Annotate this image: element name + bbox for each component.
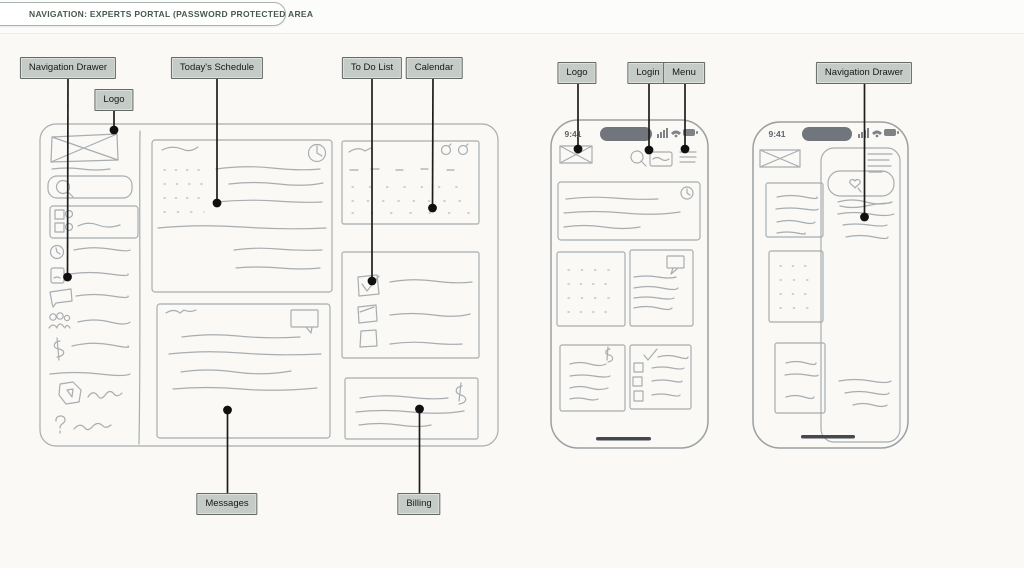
callout-login: Login (627, 62, 669, 84)
refresh-icons (440, 143, 469, 156)
drawer-search-pill (827, 170, 895, 197)
callout-messages: Messages (196, 493, 258, 515)
checkbox-icon (357, 304, 378, 324)
phone-wireframe-drawer (752, 121, 909, 449)
sidebar-divider (138, 130, 141, 445)
panel-title-scribble (161, 146, 199, 152)
chat-icon (49, 288, 73, 308)
check-icon (643, 348, 658, 361)
dollar-icon (605, 346, 614, 363)
hamburger-menu-icon (867, 153, 893, 173)
schedule-dots (163, 169, 209, 213)
dollar-icon (53, 337, 65, 361)
panel-title-scribble (348, 147, 372, 153)
background-card-sketch (774, 342, 826, 414)
clock-icon (49, 244, 65, 260)
schedule-card-sketch (557, 181, 701, 241)
billing-card-sketch (559, 344, 626, 412)
tablet-sidebar-sketch (47, 133, 139, 434)
home-indicator (801, 435, 855, 439)
search-icon (630, 150, 647, 167)
callout-todo-list: To Do List (341, 57, 403, 79)
chat-bubble-icon (666, 255, 685, 275)
dollar-menu-item (53, 337, 130, 361)
tablet-wireframe (39, 123, 499, 447)
dollar-icon (455, 382, 467, 405)
hamburger-menu-icon (679, 151, 697, 163)
schedule-panel-sketch (151, 139, 333, 293)
navigation-drawer-sketch (820, 147, 901, 443)
sidebar-section-divider (49, 371, 131, 377)
panel-title-scribble (165, 309, 197, 314)
paper-edge-divider (0, 33, 1024, 34)
dynamic-island (802, 127, 852, 141)
users-menu-item (48, 312, 131, 329)
phone-frame (752, 121, 909, 449)
callout-menu: Menu (663, 62, 705, 84)
search-icon (47, 175, 133, 199)
background-card-sketch (765, 182, 824, 238)
callout-calendar: Calendar (405, 57, 463, 79)
phone-wireframe-dashboard (550, 119, 709, 449)
question-mark-icon (55, 415, 66, 434)
callout-logo-phone: Logo (557, 62, 597, 84)
checkbox-icon (359, 329, 378, 348)
document-icon (50, 267, 65, 284)
logo-placeholder-icon (759, 149, 801, 168)
phone-frame (550, 119, 709, 449)
callout-navigation-drawer-right: Navigation Drawer (815, 62, 913, 84)
annotation-leader-lines (63, 76, 869, 493)
todo-widget-icon (49, 205, 139, 239)
users-icon (48, 312, 71, 329)
messages-panel-sketch (156, 303, 331, 439)
status-time: 9:41 (768, 129, 785, 139)
messages-card-sketch (629, 249, 694, 327)
chat-bubble-icon (290, 309, 319, 334)
clock-icon (307, 143, 327, 163)
todo-card-sketch (629, 344, 692, 410)
todo-panel-sketch (341, 251, 480, 359)
callout-navigation-drawer-left: Navigation Drawer (19, 57, 117, 79)
background-calendar-card-sketch (768, 250, 824, 323)
status-icons (657, 128, 698, 138)
status-bar (600, 127, 698, 141)
callout-billing: Billing (397, 493, 441, 515)
calendar-panel-sketch (341, 140, 480, 225)
document-menu-item (50, 267, 129, 284)
home-indicator (596, 437, 651, 441)
logo-placeholder-icon (50, 133, 119, 171)
tablet-frame (39, 123, 499, 447)
login-button-sketch (649, 151, 673, 167)
heart-icon (849, 178, 862, 193)
help-menu-item (55, 415, 112, 434)
chat-menu-item (49, 288, 129, 308)
status-time: 9:41 (564, 129, 581, 139)
dynamic-island (600, 127, 652, 141)
settings-menu-item (58, 381, 123, 405)
clock-menu-item (49, 244, 131, 260)
calendar-dots (351, 186, 475, 214)
callout-logo-tablet: Logo (94, 89, 134, 111)
calendar-card-sketch (556, 251, 626, 327)
page-title: NAVIGATION: EXPERTS PORTAL (PASSWORD PRO… (29, 9, 314, 19)
page-header-pill: NAVIGATION: EXPERTS PORTAL (PASSWORD PRO… (0, 2, 313, 26)
billing-panel-sketch (344, 377, 479, 440)
callout-todays-schedule: Today's Schedule (170, 57, 264, 79)
settings-icon (58, 381, 82, 405)
checkbox-checked-icon (357, 274, 380, 297)
status-bar (802, 127, 899, 141)
clock-icon (680, 186, 694, 200)
